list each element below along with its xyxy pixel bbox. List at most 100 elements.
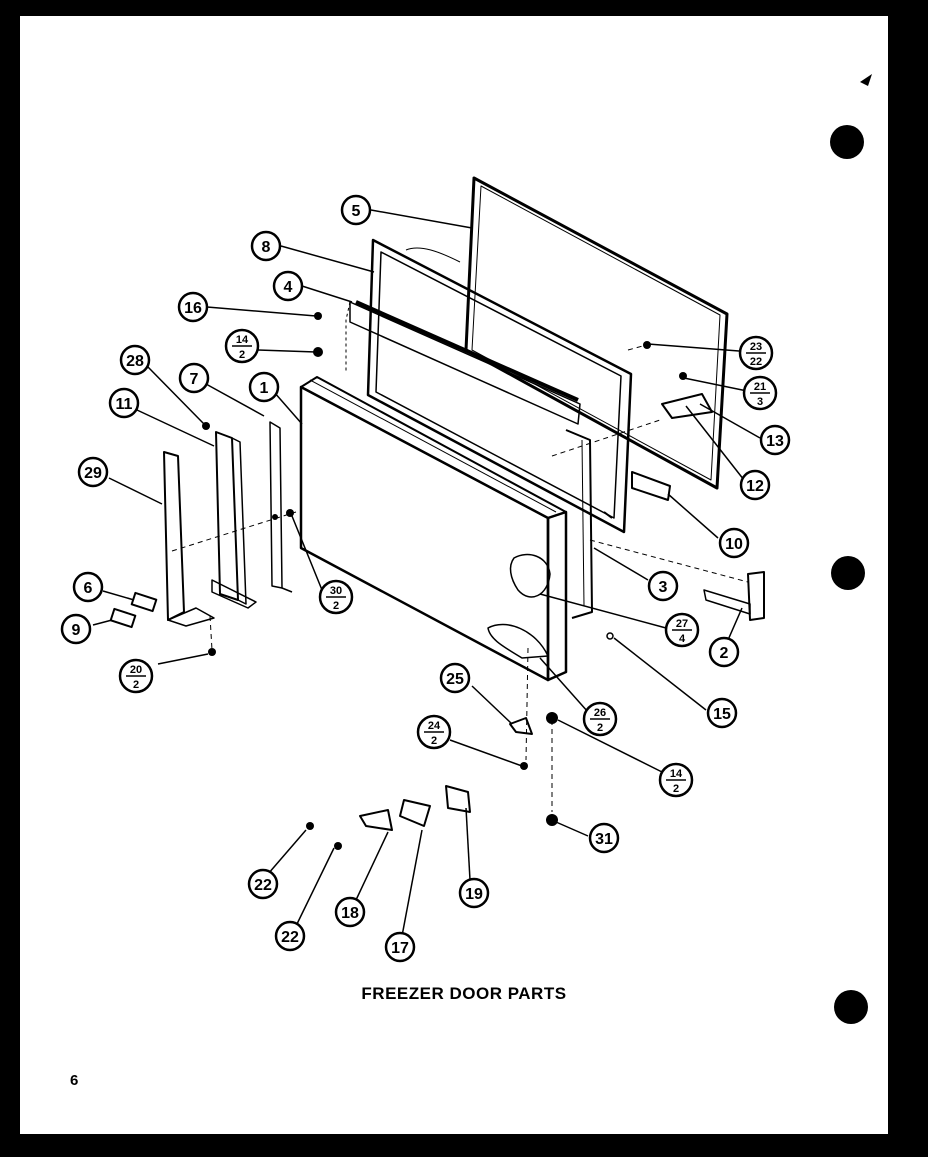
callout-group: 5841614228711129232221313121033026920227… [60,194,791,963]
callout-c22a: 22 [247,868,279,900]
part-5-panel [464,176,729,490]
part-9-plate [109,607,137,629]
callout-c1: 1 [248,371,280,403]
callout-c13: 13 [759,424,791,456]
part-27-stop [509,553,551,598]
callout-c19: 19 [458,877,490,909]
diagram-title: FREEZER DOOR PARTS [361,984,567,1003]
callout-quantity: 2 [133,679,139,691]
callout-number: 2 [720,645,729,662]
part-1-door [299,376,568,682]
part-17-spacer [399,799,431,827]
callout-number: 3 [659,579,668,596]
callout-number: 26 [594,707,606,719]
callout-c14b: 142 [658,762,694,798]
callout-c5: 5 [340,194,372,226]
callout-number: 10 [725,536,743,553]
callout-c22b: 22 [274,920,306,952]
part-25-cam [509,717,533,735]
part-18-hinge-pin [359,809,393,831]
part-29-handle [163,451,215,627]
callout-c9: 9 [60,613,92,645]
callout-c8: 8 [250,230,282,262]
callout-number: 1 [260,380,269,397]
callout-quantity: 2 [333,600,339,612]
part-19-bracket [445,785,471,813]
callout-c31: 31 [588,822,620,854]
callout-number: 21 [754,381,766,393]
callout-c17: 17 [384,931,416,963]
part-10-block [631,471,671,501]
callout-number: 30 [330,585,342,597]
callout-c30: 302 [318,579,354,615]
callout-c3: 3 [647,570,679,602]
punch-hole-middle [831,556,865,590]
callout-c15: 15 [706,697,738,729]
callout-number: 6 [84,580,93,597]
callout-c26: 262 [582,701,618,737]
callout-c7: 7 [178,362,210,394]
callout-number: 23 [750,341,762,353]
callout-quantity: 2 [673,783,679,795]
callout-number: 25 [446,671,464,688]
callout-number: 20 [130,664,142,676]
callout-quantity: 2 [597,722,603,734]
callout-c25: 25 [439,662,471,694]
callout-c24: 242 [416,714,452,750]
callout-number: 14 [236,334,249,346]
callout-c4: 4 [272,270,304,302]
callout-c2: 2 [708,636,740,668]
page-number: 6 [70,1072,79,1089]
callout-c10: 10 [718,527,750,559]
part-26-stop [487,623,549,659]
callout-number: 22 [281,929,299,946]
part-4-liner [345,300,581,425]
callout-quantity: 22 [750,356,762,368]
callout-c12: 12 [739,469,771,501]
callout-number: 22 [254,877,272,894]
callout-c20: 202 [118,658,154,694]
part-11-bracket [211,431,257,609]
callout-number: 13 [766,433,784,450]
callout-quantity: 3 [757,396,763,408]
callout-c27: 274 [664,612,700,648]
callout-c29: 29 [77,456,109,488]
callout-c18: 18 [334,896,366,928]
callout-number: 27 [676,618,688,630]
leader-lines [92,209,761,937]
callout-c6: 6 [72,571,104,603]
callout-number: 29 [84,465,102,482]
callout-quantity: 4 [679,633,686,645]
callout-number: 4 [284,279,293,296]
callout-c14a: 142 [224,328,260,364]
callout-number: 7 [190,371,199,388]
callout-number: 8 [262,239,271,256]
callout-number: 17 [391,940,409,957]
fasteners [202,312,687,850]
callout-number: 28 [126,353,144,370]
punch-hole-bottom [834,990,868,1024]
callout-number: 5 [352,203,361,220]
callout-number: 15 [713,706,731,723]
callout-c11: 11 [108,387,140,419]
callout-number: 9 [72,622,81,639]
callout-c21: 213 [742,375,778,411]
callout-number: 19 [465,886,483,903]
part-13-bracket [661,393,713,419]
part-7-strip [269,421,293,593]
paper-sheet [20,16,888,1134]
part-8-gasket [366,238,633,534]
callout-number: 14 [670,768,683,780]
punch-hole-top [830,125,864,159]
callout-number: 11 [116,396,133,413]
callout-c28: 28 [119,344,151,376]
part-6-badge [130,591,158,613]
callout-number: 16 [184,300,202,317]
callout-quantity: 2 [431,735,437,747]
callout-c16: 16 [177,291,209,323]
callout-number: 31 [595,831,613,848]
callout-number: 24 [428,720,441,732]
